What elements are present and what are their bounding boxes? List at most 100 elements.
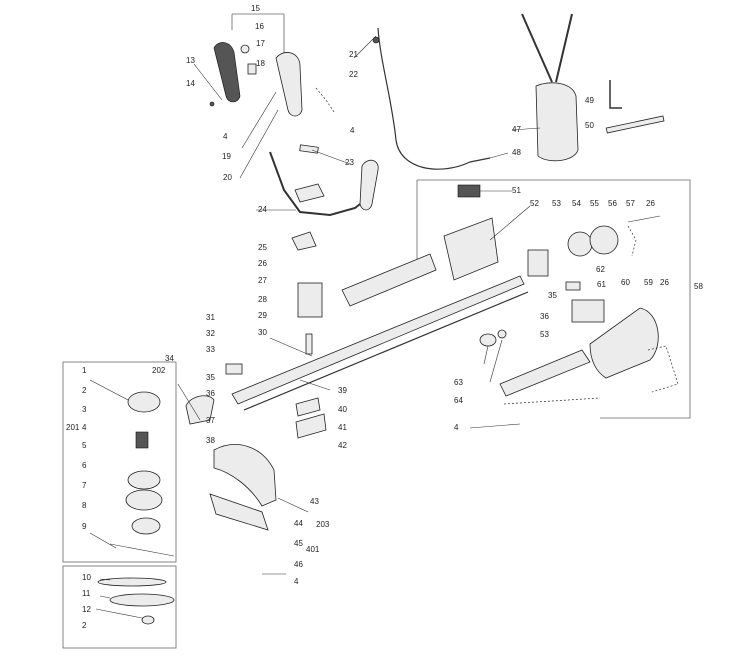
svg-text:30: 30 — [258, 328, 267, 337]
svg-text:53: 53 — [552, 199, 561, 208]
part-label-32: 32 — [206, 329, 215, 338]
svg-text:26: 26 — [646, 199, 655, 208]
part-label-52: 52 — [530, 199, 539, 208]
part-label-17: 17 — [256, 39, 265, 48]
svg-text:20: 20 — [223, 173, 232, 182]
svg-text:11: 11 — [82, 589, 91, 598]
part-label-57: 57 — [626, 199, 635, 208]
part-label-30: 30 — [258, 328, 267, 337]
wrench-tool — [605, 115, 665, 134]
svg-text:21: 21 — [349, 50, 358, 59]
part-label-25: 25 — [258, 243, 267, 252]
part-label-50: 50 — [585, 121, 594, 130]
svg-text:26: 26 — [660, 278, 669, 287]
svg-text:4: 4 — [82, 423, 87, 432]
part-label-39: 39 — [338, 386, 347, 395]
motor-stator — [589, 225, 619, 255]
svg-text:8: 8 — [82, 501, 87, 510]
svg-text:36: 36 — [540, 312, 549, 321]
svg-text:45: 45 — [294, 539, 303, 548]
svg-text:57: 57 — [626, 199, 635, 208]
part-label-55: 55 — [590, 199, 599, 208]
spool-cover — [127, 391, 161, 413]
part-label-19: 19 — [222, 152, 231, 161]
svg-text:31: 31 — [206, 313, 215, 322]
svg-text:49: 49 — [585, 96, 594, 105]
svg-text:32: 32 — [206, 329, 215, 338]
part-label-4: 4 — [454, 423, 459, 432]
part-label-2: 2 — [82, 386, 87, 395]
svg-text:46: 46 — [294, 560, 303, 569]
part-label-2: 2 — [82, 621, 87, 630]
head-assembly-box — [62, 361, 177, 563]
part-label-10: 10 — [82, 573, 91, 582]
part-label-15: 15 — [251, 4, 260, 13]
part-label-36: 36 — [206, 389, 215, 398]
svg-text:4: 4 — [454, 423, 459, 432]
part-label-27: 27 — [258, 276, 267, 285]
svg-text:52: 52 — [530, 199, 539, 208]
bush-part — [479, 333, 497, 347]
part-label-48: 48 — [512, 148, 521, 157]
svg-text:58: 58 — [694, 282, 703, 291]
svg-text:4: 4 — [350, 126, 355, 135]
part-label-42: 42 — [338, 441, 347, 450]
svg-text:4: 4 — [223, 132, 228, 141]
gear-head-part — [185, 395, 215, 425]
part-label-40: 40 — [338, 405, 347, 414]
svg-text:50: 50 — [585, 121, 594, 130]
part-label-4: 4 — [223, 132, 228, 141]
svg-text:27: 27 — [258, 276, 267, 285]
part-label-7: 7 — [82, 481, 87, 490]
handle-clamp-bottom — [291, 231, 317, 251]
svg-text:13: 13 — [186, 56, 195, 65]
part-label-53: 53 — [540, 330, 549, 339]
part-label-202: 202 — [152, 366, 166, 375]
part-label-6: 6 — [82, 461, 87, 470]
svg-text:6: 6 — [82, 461, 87, 470]
flange-part — [225, 363, 243, 375]
clip-part — [497, 329, 507, 339]
svg-text:55: 55 — [590, 199, 599, 208]
throttle-handle-housing-left — [213, 42, 241, 103]
part-label-54: 54 — [572, 199, 581, 208]
part-label-203: 203 — [316, 520, 330, 529]
svg-text:60: 60 — [621, 278, 630, 287]
svg-text:23: 23 — [345, 158, 354, 167]
part-label-23: 23 — [345, 158, 354, 167]
part-label-51: 51 — [512, 186, 521, 195]
line-blade — [97, 577, 167, 587]
svg-text:28: 28 — [258, 295, 267, 304]
part-label-20: 20 — [223, 173, 232, 182]
svg-text:1: 1 — [82, 366, 87, 375]
part-label-62: 62 — [596, 265, 605, 274]
throttle-handle-housing-right — [275, 52, 303, 117]
svg-text:16: 16 — [255, 22, 264, 31]
part-label-18: 18 — [256, 59, 265, 68]
grass-guard — [213, 444, 277, 507]
part-label-29: 29 — [258, 311, 267, 320]
part-label-28: 28 — [258, 295, 267, 304]
svg-text:35: 35 — [206, 373, 215, 382]
svg-text:3: 3 — [82, 405, 87, 414]
svg-text:35: 35 — [548, 291, 557, 300]
part-label-56: 56 — [608, 199, 617, 208]
part-label-3: 3 — [82, 405, 87, 414]
svg-text:33: 33 — [206, 345, 215, 354]
handle-clamp-top — [294, 183, 325, 203]
svg-text:201: 201 — [66, 423, 80, 432]
part-label-59: 59 — [644, 278, 653, 287]
part-label-36: 36 — [540, 312, 549, 321]
part-label-22: 22 — [349, 70, 358, 79]
line-spool — [109, 593, 175, 607]
part-label-46: 46 — [294, 560, 303, 569]
main-tube — [231, 275, 525, 405]
svg-text:59: 59 — [644, 278, 653, 287]
part-label-49: 49 — [585, 96, 594, 105]
cap-part — [565, 281, 581, 291]
part-label-26: 26 — [258, 259, 267, 268]
part-label-35: 35 — [548, 291, 557, 300]
part-label-11: 11 — [82, 589, 91, 598]
part-label-14: 14 — [186, 79, 195, 88]
svg-text:36: 36 — [206, 389, 215, 398]
